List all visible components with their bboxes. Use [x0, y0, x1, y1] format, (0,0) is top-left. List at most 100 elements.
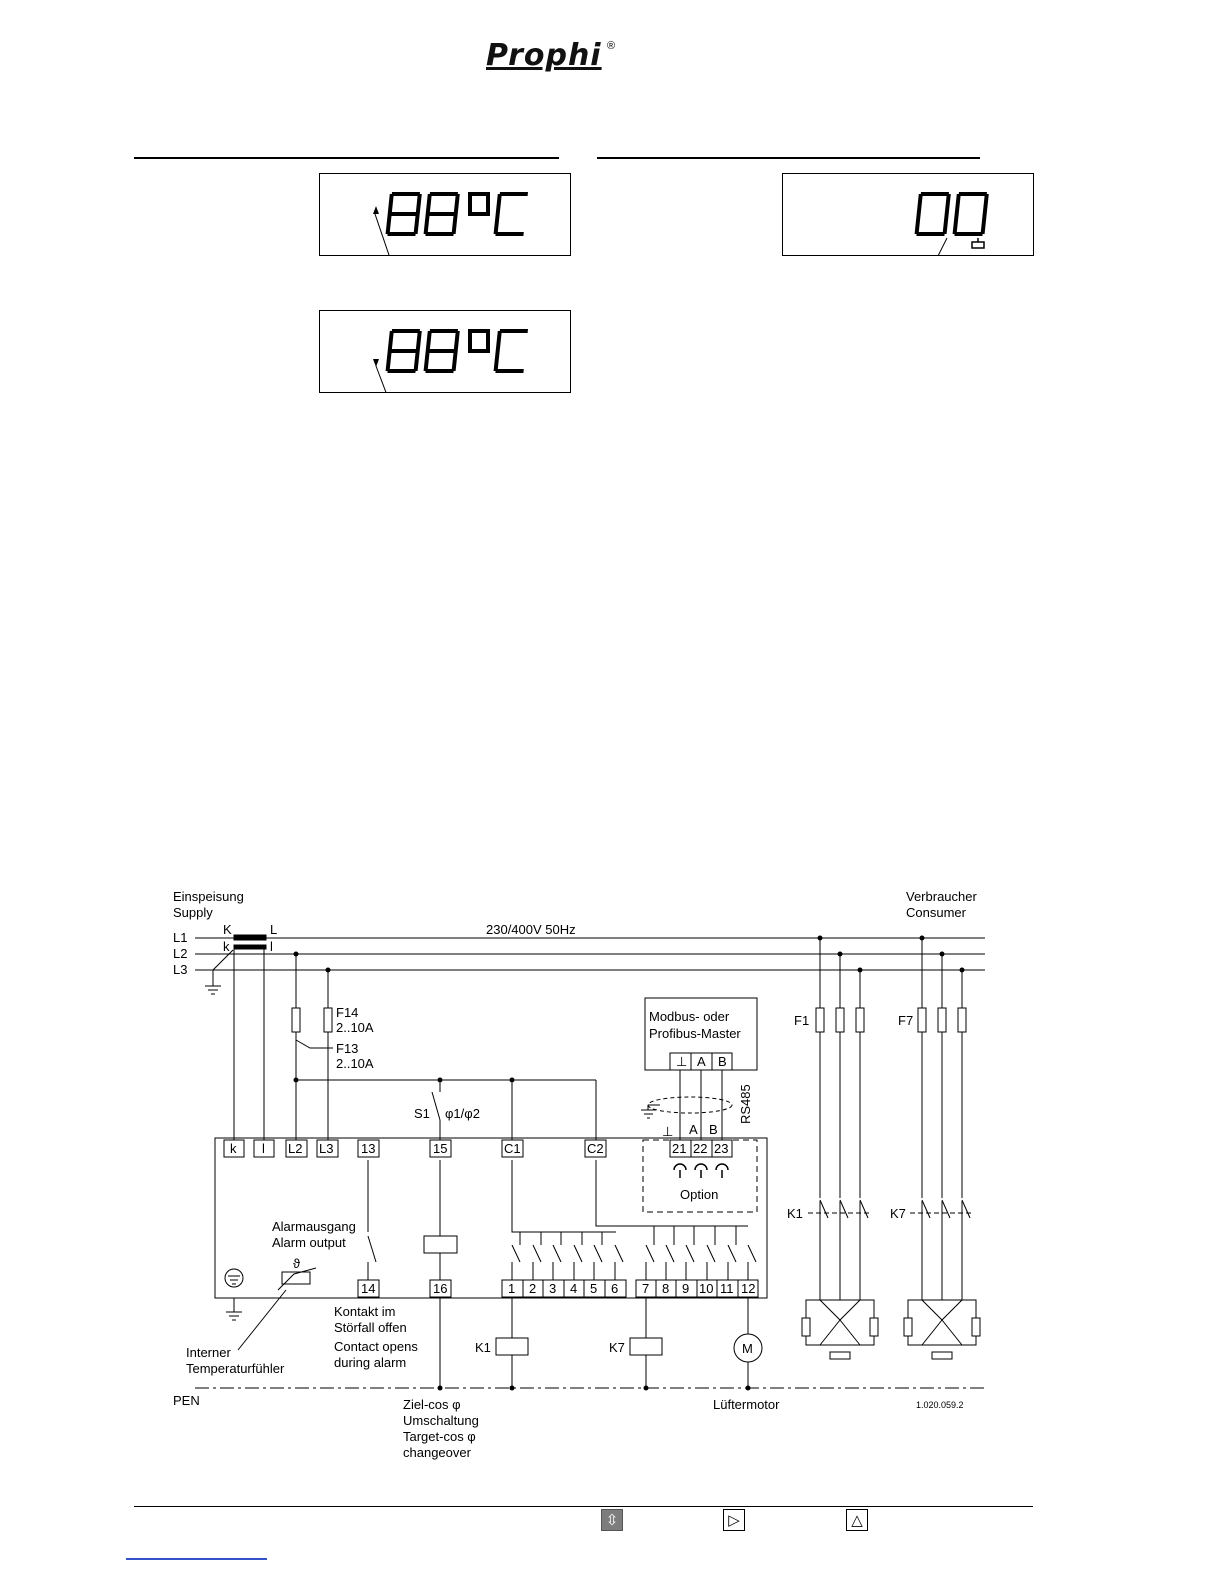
- triangle-down-indicator: [373, 359, 379, 367]
- line-l3: L3: [173, 962, 187, 977]
- master-terminal-a: A: [697, 1054, 706, 1069]
- terminal-12: 12: [741, 1281, 755, 1296]
- terminal-13: 13: [361, 1141, 375, 1156]
- sensor-label-2: Temperaturfühler: [186, 1361, 285, 1376]
- ct-L: L: [270, 922, 277, 937]
- target-label-3: Target-cos φ: [403, 1429, 476, 1444]
- degree-symbol: [468, 329, 490, 353]
- triangle-up-indicator: [373, 206, 379, 214]
- contactor-k1-label: K1: [787, 1206, 803, 1221]
- consumer-label-de: Verbraucher: [906, 889, 977, 904]
- terminal-22: 22: [693, 1141, 707, 1156]
- bus-b: B: [709, 1122, 718, 1137]
- footer-rule: [134, 1506, 1033, 1507]
- target-label-2: Umschaltung: [403, 1413, 479, 1428]
- terminal-15: 15: [433, 1141, 447, 1156]
- master-line-2: Profibus-Master: [649, 1026, 741, 1041]
- master-terminal-ground: ⊥: [676, 1054, 687, 1069]
- rs485-label: RS485: [738, 1084, 753, 1124]
- contact-label-en-2: during alarm: [334, 1355, 406, 1370]
- enter-key-glyph: ⇳: [605, 1511, 619, 1529]
- terminal-8: 8: [662, 1281, 669, 1296]
- ct-l: l: [270, 939, 273, 954]
- terminal-23: 23: [714, 1141, 728, 1156]
- ct-K: K: [223, 922, 232, 937]
- indicator-pointer: [937, 237, 948, 255]
- wiring-diagram: Einspeisung Supply Verbraucher Consumer …: [173, 889, 985, 1460]
- display-temp-min: [319, 310, 571, 393]
- indicator-pointer: [374, 213, 390, 255]
- terminal-L2: L2: [288, 1141, 302, 1156]
- fuse-f13-range: 2..10A: [336, 1056, 374, 1071]
- bus-a: A: [689, 1122, 698, 1137]
- theta-symbol: ϑ: [293, 1256, 301, 1271]
- fan-motor-label: Lüftermotor: [713, 1397, 780, 1412]
- bus-ground: ⊥: [662, 1124, 673, 1139]
- sensor-label-1: Interner: [186, 1345, 231, 1360]
- section-rule-left: [134, 157, 559, 159]
- terminal-L3: L3: [319, 1141, 333, 1156]
- fuse-f14: F14: [336, 1005, 358, 1020]
- consumer-label-en: Consumer: [906, 905, 967, 920]
- relay-symbol-icon: [971, 238, 985, 249]
- line-l1: L1: [173, 930, 187, 945]
- seven-seg-digit-1: [385, 329, 422, 373]
- prophi-logo: Prophi: [486, 38, 602, 73]
- seven-seg-digit-1: [914, 192, 951, 236]
- celsius-c: [493, 329, 528, 373]
- terminal-10: 10: [699, 1281, 713, 1296]
- ct-k: k: [223, 939, 230, 954]
- terminal-C2: C2: [587, 1141, 604, 1156]
- terminal-6: 6: [611, 1281, 618, 1296]
- fuse-f1-label: F1: [794, 1013, 809, 1028]
- target-label-1: Ziel-cos φ: [403, 1397, 461, 1412]
- terminal-5: 5: [590, 1281, 597, 1296]
- supply-label-de: Einspeisung: [173, 889, 244, 904]
- section-rule-right: [597, 157, 980, 159]
- coil-k7-label: K7: [609, 1340, 625, 1355]
- option-label: Option: [680, 1187, 718, 1202]
- fuse-f7-label: F7: [898, 1013, 913, 1028]
- terminal-14: 14: [361, 1281, 375, 1296]
- terminal-2: 2: [529, 1281, 536, 1296]
- terminal-7: 7: [642, 1281, 649, 1296]
- fuse-f14-range: 2..10A: [336, 1020, 374, 1035]
- contactor-k7-label: K7: [890, 1206, 906, 1221]
- seven-seg-digit-2: [423, 329, 460, 373]
- master-line-1: Modbus- oder: [649, 1009, 730, 1024]
- celsius-c: [493, 192, 528, 236]
- terminal-21: 21: [672, 1141, 686, 1156]
- seven-seg-digit-1: [385, 192, 422, 236]
- alarm-label-de: Alarmausgang: [272, 1219, 356, 1234]
- contact-label-en-1: Contact opens: [334, 1339, 418, 1354]
- terminal-k: k: [230, 1141, 237, 1156]
- fuse-f13: F13: [336, 1041, 358, 1056]
- right-key-glyph: ▷: [728, 1511, 740, 1529]
- enter-key-icon: ⇳: [601, 1509, 623, 1531]
- target-label-4: changeover: [403, 1445, 472, 1460]
- switch-phi: φ1/φ2: [445, 1106, 480, 1121]
- contact-label-de-1: Kontakt im: [334, 1304, 395, 1319]
- indicator-pointer: [375, 365, 387, 392]
- terminal-l: l: [262, 1141, 265, 1156]
- motor-label: M: [742, 1341, 753, 1356]
- seven-seg-digit-2: [423, 192, 460, 236]
- registered-mark: ®: [607, 40, 616, 52]
- coil-k1-label: K1: [475, 1340, 491, 1355]
- pen-label: PEN: [173, 1393, 200, 1408]
- terminal-C1: C1: [504, 1141, 521, 1156]
- voltage-label: 230/400V 50Hz: [486, 922, 576, 937]
- display-temp-max: [319, 173, 571, 256]
- seven-seg-digit-2: [952, 192, 989, 236]
- display-relay: [782, 173, 1034, 256]
- up-key-icon: △: [846, 1509, 868, 1531]
- supply-label-en: Supply: [173, 905, 213, 920]
- terminal-4: 4: [570, 1281, 577, 1296]
- terminal-9: 9: [682, 1281, 689, 1296]
- line-l2: L2: [173, 946, 187, 961]
- master-terminal-b: B: [718, 1054, 727, 1069]
- right-key-icon: ▷: [723, 1509, 745, 1531]
- footer-link-underline[interactable]: [126, 1558, 267, 1560]
- terminal-11: 11: [720, 1281, 734, 1296]
- contact-label-de-2: Störfall offen: [334, 1320, 407, 1335]
